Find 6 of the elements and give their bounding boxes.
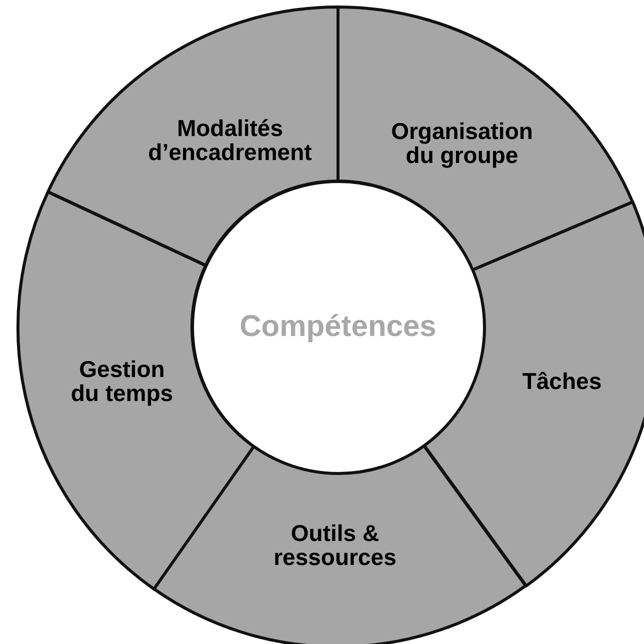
segment-label: Organisation du groupe <box>390 119 534 167</box>
center-label: Compétences <box>240 310 436 344</box>
segment-label: Gestion du temps <box>70 356 174 405</box>
segment-label: Outils & ressources <box>272 520 398 569</box>
segment-label: Modalités d’encadrement <box>147 116 313 164</box>
segment-label: Tâches <box>521 368 603 393</box>
